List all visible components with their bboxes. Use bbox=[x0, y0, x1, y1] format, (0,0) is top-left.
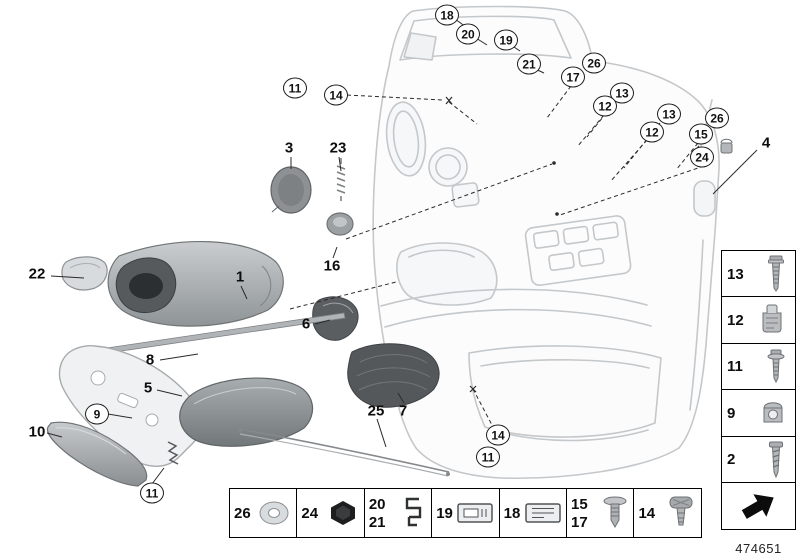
part-23-spring-pin bbox=[336, 158, 346, 201]
leader-lines bbox=[46, 18, 758, 485]
rivet-icon bbox=[602, 495, 628, 531]
legend-cell-18[interactable]: 18 bbox=[498, 488, 568, 538]
legend-row-13[interactable]: 13 bbox=[721, 250, 796, 298]
legend-number: 18 bbox=[503, 504, 521, 522]
retainer-clip-icon bbox=[456, 500, 494, 526]
legend-cell-20-21[interactable]: 20 21 bbox=[363, 488, 433, 538]
legend-number: 19 bbox=[436, 504, 453, 522]
part-25-strip bbox=[238, 428, 450, 473]
label-3[interactable]: 3 bbox=[284, 139, 294, 157]
label-1[interactable]: 1 bbox=[235, 268, 245, 286]
callout-18[interactable]: 18 bbox=[435, 4, 459, 26]
callout-11[interactable]: 11 bbox=[283, 77, 307, 99]
legend-cell-26[interactable]: 26 bbox=[229, 488, 298, 538]
label-22[interactable]: 22 bbox=[28, 265, 46, 283]
part-10-handle-bar bbox=[46, 421, 148, 487]
drawing-number: 474651 bbox=[735, 541, 782, 556]
callout-19[interactable]: 19 bbox=[494, 29, 518, 51]
callout-17[interactable]: 17 bbox=[561, 66, 585, 88]
callout-26[interactable]: 26 bbox=[582, 52, 606, 74]
part-22-cap bbox=[61, 256, 108, 291]
label-16[interactable]: 16 bbox=[323, 257, 341, 275]
label-4[interactable]: 4 bbox=[761, 134, 771, 152]
legend-cell-24[interactable]: 24 bbox=[296, 488, 366, 538]
callout-21[interactable]: 21 bbox=[517, 53, 541, 75]
washer-icon bbox=[257, 499, 291, 527]
label-6[interactable]: 6 bbox=[301, 315, 311, 333]
legend-number: 24 bbox=[301, 504, 319, 522]
callout-12[interactable]: 12 bbox=[593, 95, 617, 117]
retainer-clip-icon bbox=[524, 500, 562, 526]
callout-12-2[interactable]: 12 bbox=[640, 121, 664, 143]
legend-row-continuation[interactable] bbox=[721, 482, 796, 531]
callout-24[interactable]: 24 bbox=[690, 146, 714, 168]
legend-number: 9 bbox=[727, 404, 736, 422]
legend-number: 12 bbox=[727, 311, 744, 329]
legend-number: 17 bbox=[571, 513, 588, 531]
door-panel-outline bbox=[372, 5, 720, 480]
clip-icon bbox=[757, 303, 787, 337]
right-legend: 13 12 11 9 2 bbox=[721, 250, 796, 531]
legend-number: 14 bbox=[638, 504, 656, 522]
continuation-arrow-icon bbox=[736, 488, 782, 524]
legend-number: 20 bbox=[368, 495, 386, 513]
legend-row-12[interactable]: 12 bbox=[721, 296, 796, 345]
label-8[interactable]: 8 bbox=[145, 351, 155, 369]
legend-number: 15 bbox=[571, 495, 588, 513]
callout-13[interactable]: 13 bbox=[610, 82, 634, 104]
legend-cell-19[interactable]: 19 bbox=[431, 488, 501, 538]
legend-number: 2 bbox=[727, 451, 736, 469]
clamp-nut-icon bbox=[759, 398, 787, 428]
legend-cell-15-17[interactable]: 15 17 bbox=[566, 488, 636, 538]
loose-parts-group bbox=[46, 138, 733, 487]
label-10[interactable]: 10 bbox=[28, 423, 46, 441]
legend-number: 26 bbox=[234, 504, 251, 522]
expanding-rivet-icon bbox=[667, 495, 695, 531]
label-25[interactable]: 25 bbox=[367, 402, 385, 420]
label-7[interactable]: 7 bbox=[398, 402, 408, 420]
callout-9[interactable]: 9 bbox=[85, 403, 109, 425]
coarse-screw-icon bbox=[765, 440, 787, 480]
callout-14-2[interactable]: 14 bbox=[486, 424, 510, 446]
callout-26-2[interactable]: 26 bbox=[705, 107, 729, 129]
label-5[interactable]: 5 bbox=[143, 379, 153, 397]
legend-number: 13 bbox=[727, 265, 744, 283]
screw-washer-icon bbox=[765, 348, 787, 386]
part-4-fastener-glyph bbox=[720, 138, 733, 154]
callout-20[interactable]: 20 bbox=[456, 23, 480, 45]
callout-13-2[interactable]: 13 bbox=[657, 103, 681, 125]
legend-row-2[interactable]: 2 bbox=[721, 435, 796, 484]
hex-nut-icon bbox=[328, 499, 358, 527]
legend-number: 11 bbox=[727, 358, 743, 376]
screw-icon bbox=[765, 254, 787, 294]
legend-row-9[interactable]: 9 bbox=[721, 389, 796, 438]
callout-14[interactable]: 14 bbox=[324, 84, 348, 106]
callout-11-3[interactable]: 11 bbox=[140, 482, 164, 504]
spring-clip-icon bbox=[400, 496, 426, 530]
callout-11-2[interactable]: 11 bbox=[476, 446, 500, 468]
callout-15[interactable]: 15 bbox=[689, 123, 713, 145]
part-7-armrest-insert bbox=[347, 343, 440, 408]
legend-row-11[interactable]: 11 bbox=[721, 342, 796, 391]
bottom-legend: 26 24 20 21 19 18 bbox=[229, 488, 703, 538]
legend-number: 21 bbox=[368, 513, 386, 531]
label-23[interactable]: 23 bbox=[329, 139, 347, 157]
legend-cell-14[interactable]: 14 bbox=[633, 488, 703, 538]
